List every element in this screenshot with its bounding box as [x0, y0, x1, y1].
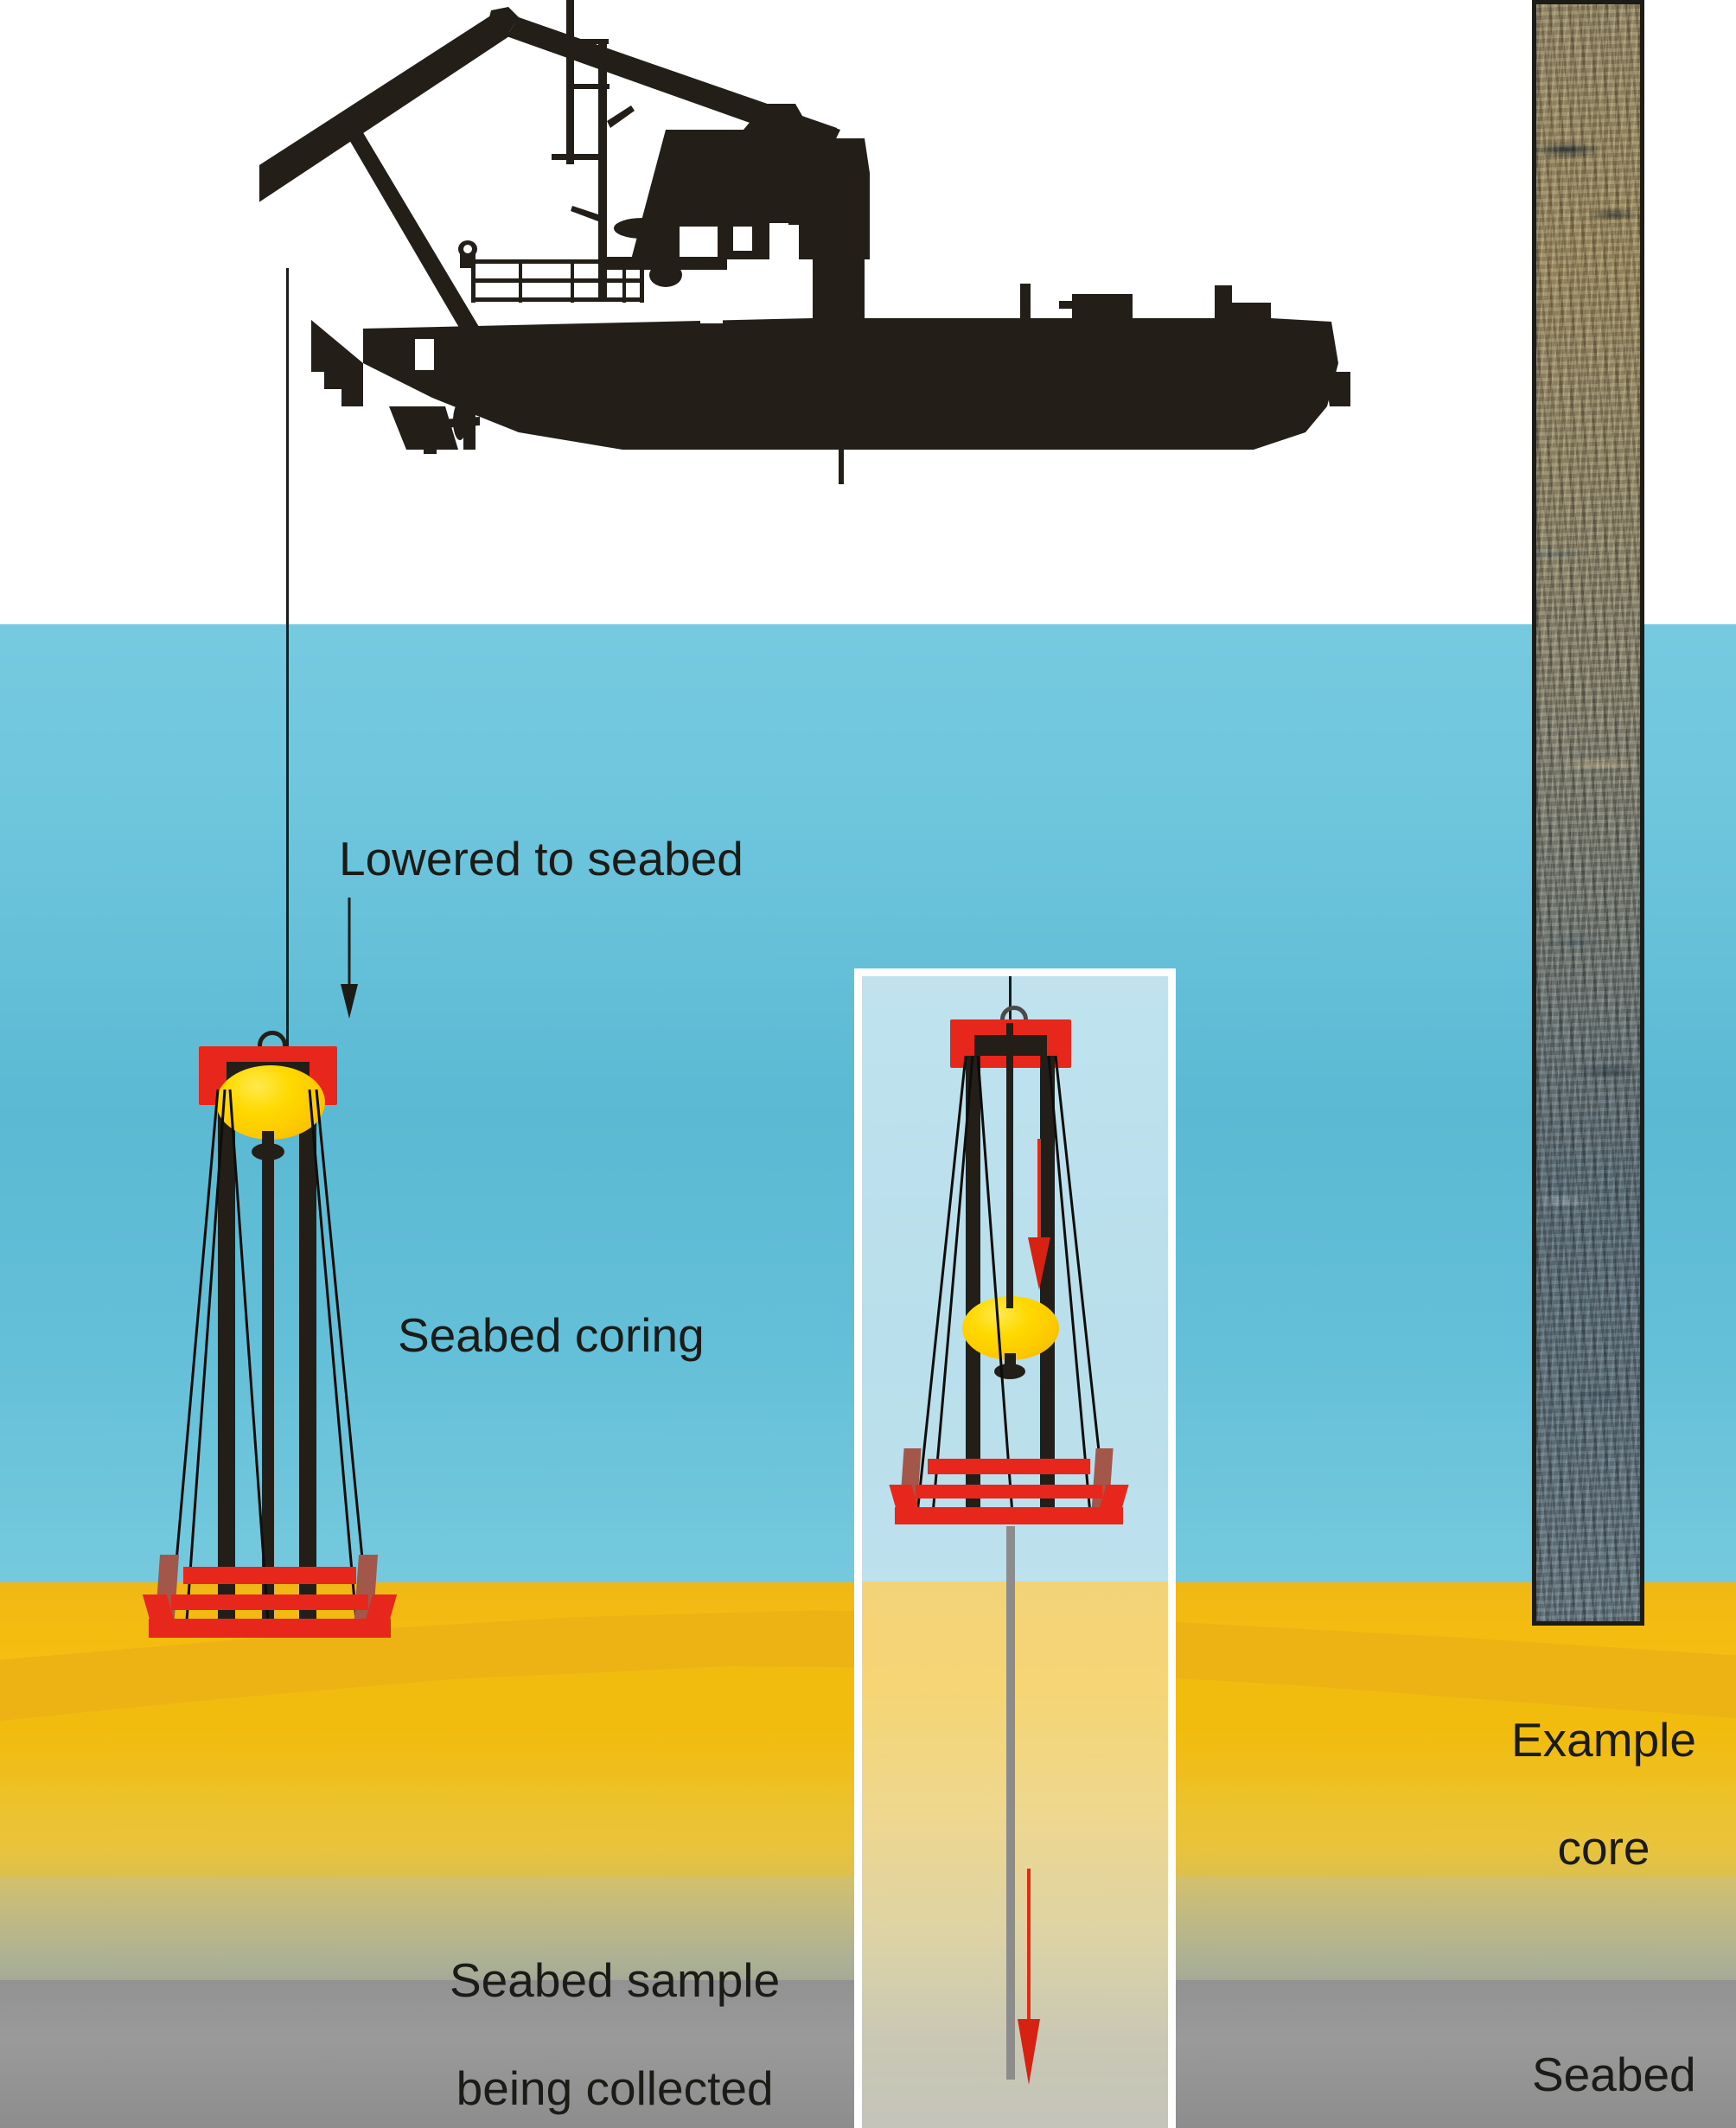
weight-collar — [252, 1143, 284, 1160]
gravity-corer-penetrating-icon — [889, 1006, 1129, 1588]
corer-base-bar-mid — [171, 1594, 368, 1610]
label-lowered-to-seabed: Lowered to seabed — [339, 832, 744, 885]
corer-leg-right — [299, 1091, 316, 1626]
label-sample-collected: Seabed sample being collected — [450, 1899, 780, 2128]
sample-collection-inset-panel — [854, 968, 1176, 2128]
inset-sediment-band — [862, 1582, 1168, 2128]
label-example-line1: Example — [1511, 1712, 1696, 1767]
inset-inner-wire — [1006, 1023, 1013, 1308]
inset-base-bar-rear — [928, 1459, 1090, 1474]
corer-base-bar-rear — [183, 1567, 356, 1584]
label-example-core: Example core — [1504, 1658, 1703, 1929]
corer-leg-left — [218, 1091, 235, 1626]
label-sample-line1: Seabed sample — [450, 1952, 781, 2007]
inset-base-bar-mid — [916, 1485, 1102, 1499]
inset-base-bar-front — [895, 1507, 1123, 1524]
label-seabed: Seabed — [1532, 2048, 1696, 2101]
sediment-core-photo-icon — [1532, 0, 1644, 1626]
gravity-corer-icon — [142, 1031, 398, 1652]
arrow-down-red-icon — [1026, 1139, 1063, 1294]
corer-stay-cables — [169, 1089, 370, 1621]
yellow-weight-icon — [216, 1065, 325, 1140]
inset-leg-right — [1040, 1056, 1055, 1514]
inset-leg-left — [966, 1056, 980, 1514]
core-mottling — [1536, 4, 1640, 1621]
label-example-line2: core — [1557, 1821, 1650, 1876]
inset-winch-cable-icon — [1009, 976, 1012, 1028]
ship-silhouette-icon — [259, 0, 1470, 683]
arrow-down-red-penetration-icon — [1016, 1869, 1054, 2089]
winch-cable-icon — [286, 268, 289, 1064]
label-sample-line2: being collected — [456, 2061, 774, 2116]
inset-stay-cables — [916, 1055, 1107, 1515]
corer-base-bar-front — [149, 1619, 391, 1638]
arrow-down-icon — [339, 898, 358, 1019]
label-seabed-coring: Seabed coring — [398, 1308, 705, 1362]
core-tube-icon — [1006, 1526, 1015, 2080]
core-lamination-texture — [1536, 4, 1640, 1621]
core-barrel-icon — [262, 1150, 274, 1634]
sky-band — [0, 0, 1736, 624]
